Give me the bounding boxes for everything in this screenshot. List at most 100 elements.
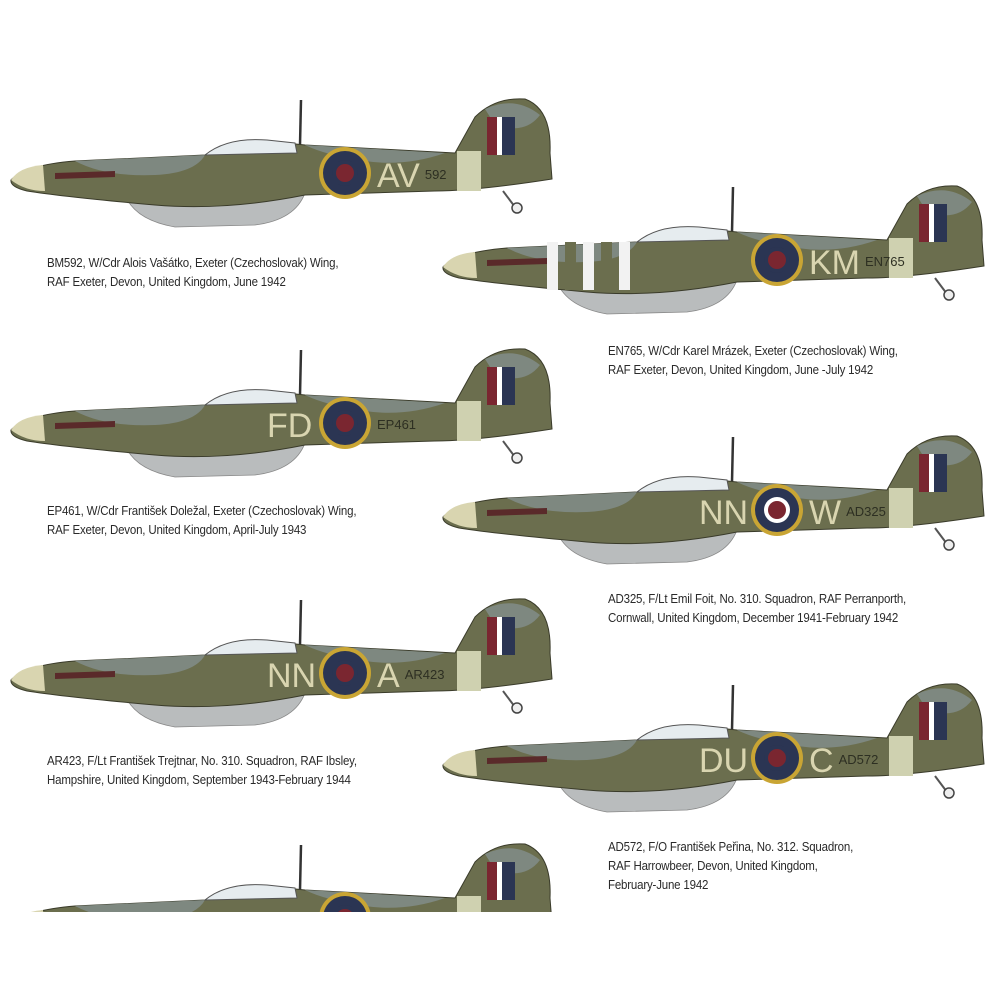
squadron-code-right: W — [809, 494, 841, 532]
fin-flash — [919, 702, 947, 740]
sky-fuselage-band — [889, 488, 913, 528]
exhaust-stubs — [55, 421, 115, 429]
squadron-code-left: NN — [267, 657, 316, 695]
exhaust-stubs — [55, 671, 115, 679]
canopy — [635, 226, 730, 243]
sky-fuselage-band — [457, 651, 481, 691]
profile-caption: BM592, W/Cdr Alois Vašátko, Exeter (Czec… — [47, 254, 339, 292]
canopy — [635, 724, 730, 741]
propeller-spinner — [443, 252, 477, 278]
roundel — [319, 647, 371, 699]
propeller-spinner — [30, 910, 44, 912]
canopy — [635, 476, 730, 493]
fin-flash — [919, 204, 947, 242]
tail-wheel — [934, 527, 955, 551]
roundel — [751, 732, 803, 784]
camouflage-grey — [75, 103, 540, 176]
caption-line: RAF Harrowbeer, Devon, United Kingdom, — [608, 859, 818, 873]
spitfire-profile: NN A AR423 — [5, 595, 553, 728]
spitfire-profile: AV 592 — [5, 95, 553, 228]
squadron-code-right: KM — [809, 244, 860, 282]
profile-caption: AR423, F/Lt František Trejtnar, No. 310.… — [47, 752, 357, 790]
caption-line: AD325, F/Lt Emil Foit, No. 310. Squadron… — [608, 592, 907, 606]
exhaust-stubs — [487, 258, 547, 266]
squadron-code-right: C — [809, 742, 834, 780]
camouflage-grey — [75, 848, 540, 912]
exhaust-stubs — [55, 171, 115, 179]
camouflage-grey — [507, 440, 972, 513]
serial-number: AR423 — [405, 667, 445, 682]
roundel — [319, 147, 371, 199]
sky-fuselage-band — [457, 151, 481, 191]
caption-line: EN765, W/Cdr Karel Mrázek, Exeter (Czech… — [608, 344, 898, 358]
canopy — [203, 389, 298, 406]
caption-line: Cornwall, United Kingdom, December 1941-… — [608, 611, 899, 625]
caption-line: AR423, F/Lt František Trejtnar, No. 310.… — [47, 754, 357, 768]
propeller-spinner — [443, 502, 477, 528]
caption-line: Hampshire, United Kingdom, September 194… — [47, 773, 351, 787]
caption-line: BM592, W/Cdr Alois Vašátko, Exeter (Czec… — [47, 256, 339, 270]
spitfire-profile: KM EN765 — [437, 182, 985, 315]
caption-line: February-June 1942 — [608, 878, 709, 892]
invasion-stripe — [583, 242, 594, 290]
serial-number: AD325 — [846, 504, 886, 519]
squadron-code-right: A — [377, 657, 400, 695]
roundel — [751, 484, 803, 536]
exhaust-stubs — [487, 508, 547, 516]
sky-fuselage-band — [457, 401, 481, 441]
serial-number: EN765 — [865, 254, 905, 269]
roundel — [319, 397, 371, 449]
invasion-stripe — [565, 242, 576, 290]
squadron-code-right: AV — [377, 157, 420, 195]
fin-flash — [487, 862, 515, 900]
propeller-spinner — [443, 750, 477, 776]
fin-flash — [919, 454, 947, 492]
profile-caption: EN765, W/Cdr Karel Mrázek, Exeter (Czech… — [608, 342, 898, 380]
exhaust-stubs — [487, 756, 547, 764]
tail-wheel — [934, 775, 955, 799]
camouflage-grey — [75, 353, 540, 426]
caption-line: RAF Exeter, Devon, United Kingdom, April… — [47, 523, 307, 537]
antenna-mast — [730, 186, 735, 233]
caption-line: RAF Exeter, Devon, United Kingdom, June … — [47, 275, 286, 289]
sky-fuselage-band — [889, 238, 913, 278]
caption-line: RAF Exeter, Devon, United Kingdom, June … — [608, 363, 874, 377]
antenna-mast — [298, 599, 303, 646]
tail-wheel — [502, 190, 523, 214]
roundel — [319, 892, 371, 912]
canopy — [203, 139, 298, 156]
fin-flash — [487, 367, 515, 405]
propeller-spinner — [11, 165, 45, 191]
sky-fuselage-band — [457, 896, 481, 912]
squadron-code-left: DU — [699, 742, 748, 780]
tail-wheel — [934, 277, 955, 301]
antenna-mast — [730, 684, 735, 731]
serial-number: 592 — [425, 167, 447, 182]
profile-caption: AD325, F/Lt Emil Foit, No. 310. Squadron… — [608, 590, 906, 628]
profile-caption: EP461, W/Cdr František Doležal, Exeter (… — [47, 502, 357, 540]
antenna-mast — [730, 436, 735, 483]
tail-wheel — [502, 440, 523, 464]
fin-flash — [487, 617, 515, 655]
sky-fuselage-band — [889, 736, 913, 776]
caption-line: EP461, W/Cdr František Doležal, Exeter (… — [47, 504, 357, 518]
canopy — [203, 639, 298, 656]
squadron-code-left: NN — [699, 494, 748, 532]
propeller-spinner — [11, 665, 45, 691]
roundel — [751, 234, 803, 286]
spitfire-profile — [5, 840, 553, 912]
tail-wheel — [502, 690, 523, 714]
camouflage-grey — [507, 688, 972, 761]
antenna-mast — [298, 99, 303, 146]
profile-caption: AD572, F/O František Peřina, No. 312. Sq… — [608, 838, 853, 895]
invasion-stripe — [619, 242, 630, 290]
spitfire-profile: NN W AD325 — [437, 432, 985, 565]
canopy — [203, 884, 298, 901]
invasion-stripe — [547, 242, 558, 290]
antenna-mast — [298, 844, 303, 891]
caption-line: AD572, F/O František Peřina, No. 312. Sq… — [608, 840, 854, 854]
propeller-spinner — [11, 415, 45, 441]
serial-number: EP461 — [377, 417, 416, 432]
